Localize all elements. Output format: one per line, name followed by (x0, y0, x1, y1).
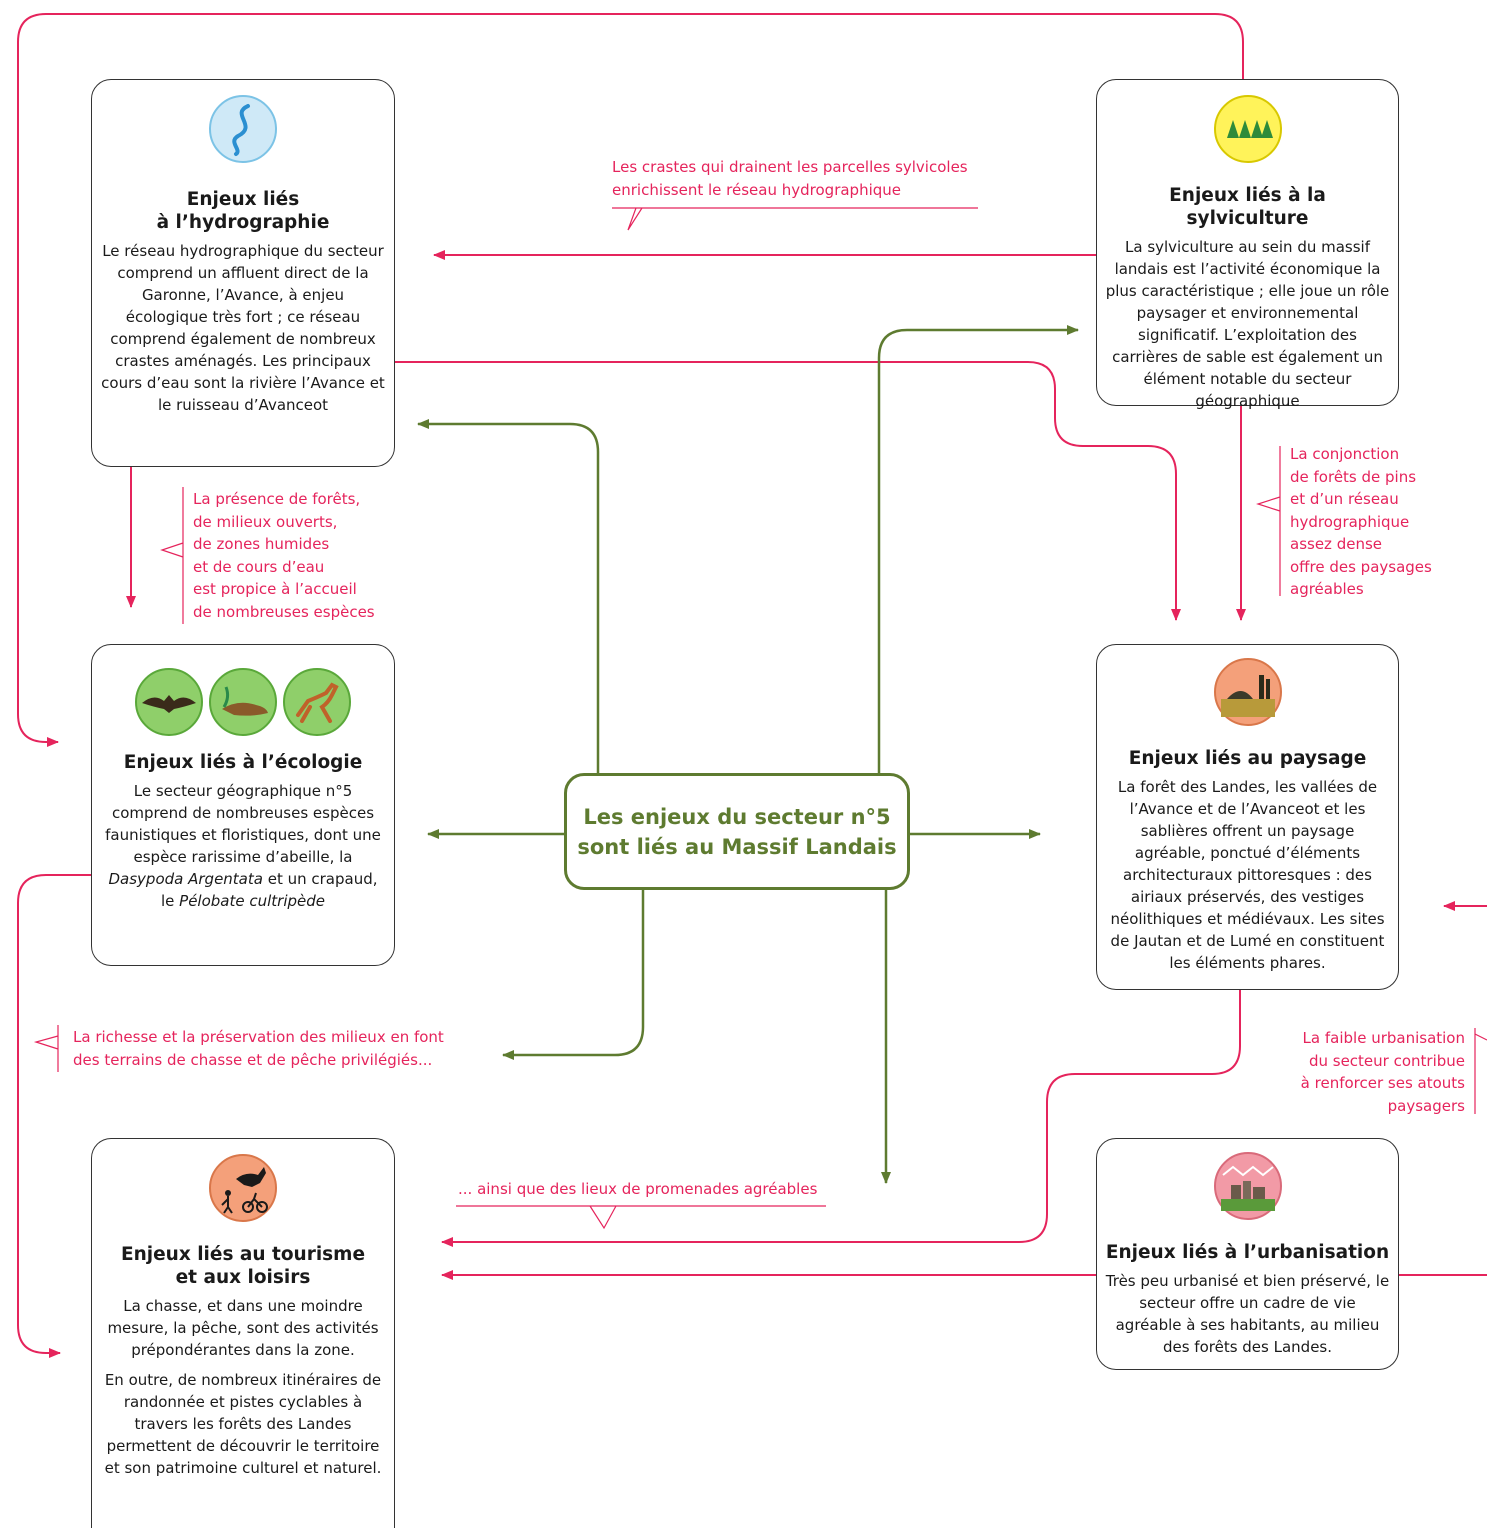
hydro-text: Le réseau hydrographique du secteur comp… (101, 242, 385, 414)
note-presence: La présence de forêts,de milieux ouverts… (193, 490, 375, 621)
box-paysage: Enjeux liés au paysage La forêt des Land… (1096, 644, 1399, 990)
callout-richesse (33, 1025, 59, 1072)
center-box: Les enjeux du secteur n°5 sont liés au Ma… (564, 773, 910, 890)
paysage-text: La forêt des Landes, les vallées de l’Av… (1110, 778, 1385, 972)
water-icon (208, 94, 278, 164)
center-line-2: sont liés au Massif Landais (577, 834, 897, 859)
horse-rider-icon (208, 1153, 278, 1223)
callout-faible (1474, 1028, 1487, 1114)
arrow-hydro-to-paysage (394, 361, 1181, 621)
callout-promenades (456, 1205, 826, 1230)
eco-text: Le secteur géographique n°5 comprend de … (105, 782, 381, 910)
tourisme-text-2: En outre, de nombreux itinéraires de ran… (104, 1371, 382, 1477)
note-crastes: Les crastes qui drainent les parcelles s… (612, 158, 968, 199)
eco-title: Enjeux liés à l’écologie (123, 752, 363, 773)
pine-trees-icon (1213, 94, 1283, 164)
arrow-paysage-to-tourisme (441, 990, 1241, 1247)
otter-icon (208, 667, 278, 737)
arrow-center-to-chasse (502, 890, 645, 1060)
box-sylviculture: Enjeux liés à la sylviculture La sylvicu… (1096, 79, 1399, 410)
box-urbanisation: Enjeux liés à l’urbanisation Très peu ur… (1096, 1138, 1399, 1370)
sylvi-title: Enjeux liés à la sylviculture (1169, 185, 1326, 229)
urba-title: Enjeux liés à l’urbanisation (1105, 1242, 1390, 1263)
paysage-title: Enjeux liés au paysage (1128, 748, 1367, 769)
tourisme-text-1: La chasse, et dans une moindre mesure, l… (107, 1297, 379, 1359)
note-promenades: ... ainsi que des lieux de promenades ag… (458, 1180, 818, 1198)
box-ecologie: Enjeux liés à l’écologie Le secteur géog… (91, 644, 395, 966)
arrow-ecologie-to-tourisme (17, 874, 92, 1358)
bat-icon (134, 667, 204, 737)
arrow-center-to-hydro (417, 419, 600, 773)
arrow-center-to-sylviculture (877, 325, 1079, 773)
callout-crastes (612, 207, 978, 231)
town-icon (1213, 1151, 1283, 1221)
arrow-sylviculture-to-ecologie (17, 13, 1244, 747)
center-line-1: Les enjeux du secteur n°5 (583, 804, 891, 829)
note-richesse: La richesse et la préservation des milie… (73, 1028, 444, 1069)
landscape-icon (1213, 657, 1283, 727)
sylvi-text: La sylviculture au sein du massif landai… (1105, 238, 1390, 410)
callout-conjonction (1256, 446, 1281, 596)
urba-text: Très peu urbanisé et bien préservé, le s… (1105, 1272, 1390, 1356)
callout-presence (160, 487, 184, 624)
deer-icon (282, 667, 352, 737)
